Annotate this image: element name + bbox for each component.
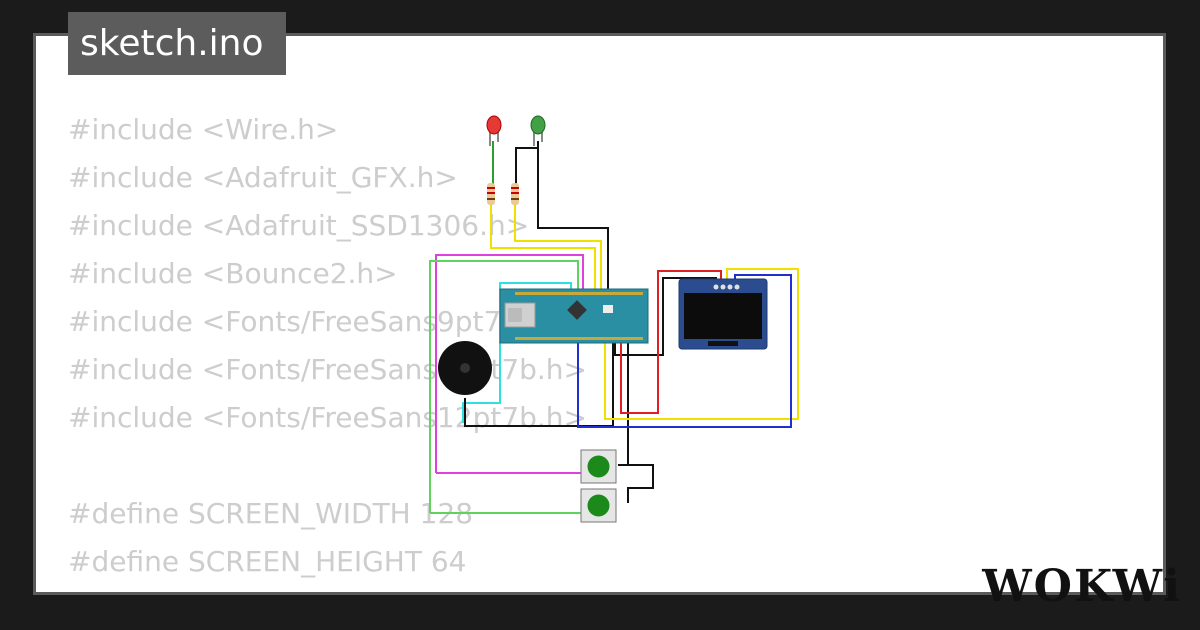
wire-yellow-1 bbox=[490, 203, 596, 291]
code-line: #include <Adafruit_SSD1306.h> bbox=[68, 209, 530, 242]
code-line: #include <Fonts/FreeSans12pt7b.h> bbox=[68, 401, 588, 434]
resistor-icon bbox=[511, 183, 519, 205]
wire-blue-oled bbox=[577, 274, 792, 428]
code-background: #include <Wire.h> #include <Adafruit_GFX.… bbox=[68, 106, 588, 592]
buzzer-icon bbox=[438, 341, 492, 395]
wire-yellow-2 bbox=[514, 203, 602, 291]
wire-black-buzzer bbox=[464, 343, 614, 427]
wire-magenta bbox=[435, 254, 584, 473]
arduino-nano-icon bbox=[499, 288, 649, 344]
wokwi-logo: WOKWi bbox=[982, 561, 1182, 612]
pushbutton-icon bbox=[580, 449, 617, 484]
wire-black-led bbox=[537, 141, 609, 291]
wire-yellow-oled bbox=[604, 268, 799, 420]
led-green-icon bbox=[530, 115, 546, 146]
wire-black-buttons bbox=[627, 343, 654, 503]
code-line: #include <Bounce2.h> bbox=[68, 257, 398, 290]
code-line: #include <Fonts/FreeSans18pt7b.h> bbox=[68, 353, 588, 386]
oled-display-icon bbox=[678, 278, 768, 350]
code-line: #include <Adafruit_GFX.h> bbox=[68, 161, 458, 194]
wire-red bbox=[620, 270, 722, 414]
led-red-icon bbox=[486, 115, 502, 146]
code-line: #include <Wire.h> bbox=[68, 113, 339, 146]
resistor-icon bbox=[487, 183, 495, 205]
code-line: #define SCREEN_HEIGHT 64 bbox=[68, 545, 467, 578]
pushbutton-icon bbox=[580, 488, 617, 523]
wire-green bbox=[429, 260, 579, 513]
circuit-diagram bbox=[429, 115, 799, 523]
file-tab: sketch.ino bbox=[68, 12, 286, 75]
preview-card: #include <Wire.h> #include <Adafruit_GFX.… bbox=[33, 33, 1166, 595]
